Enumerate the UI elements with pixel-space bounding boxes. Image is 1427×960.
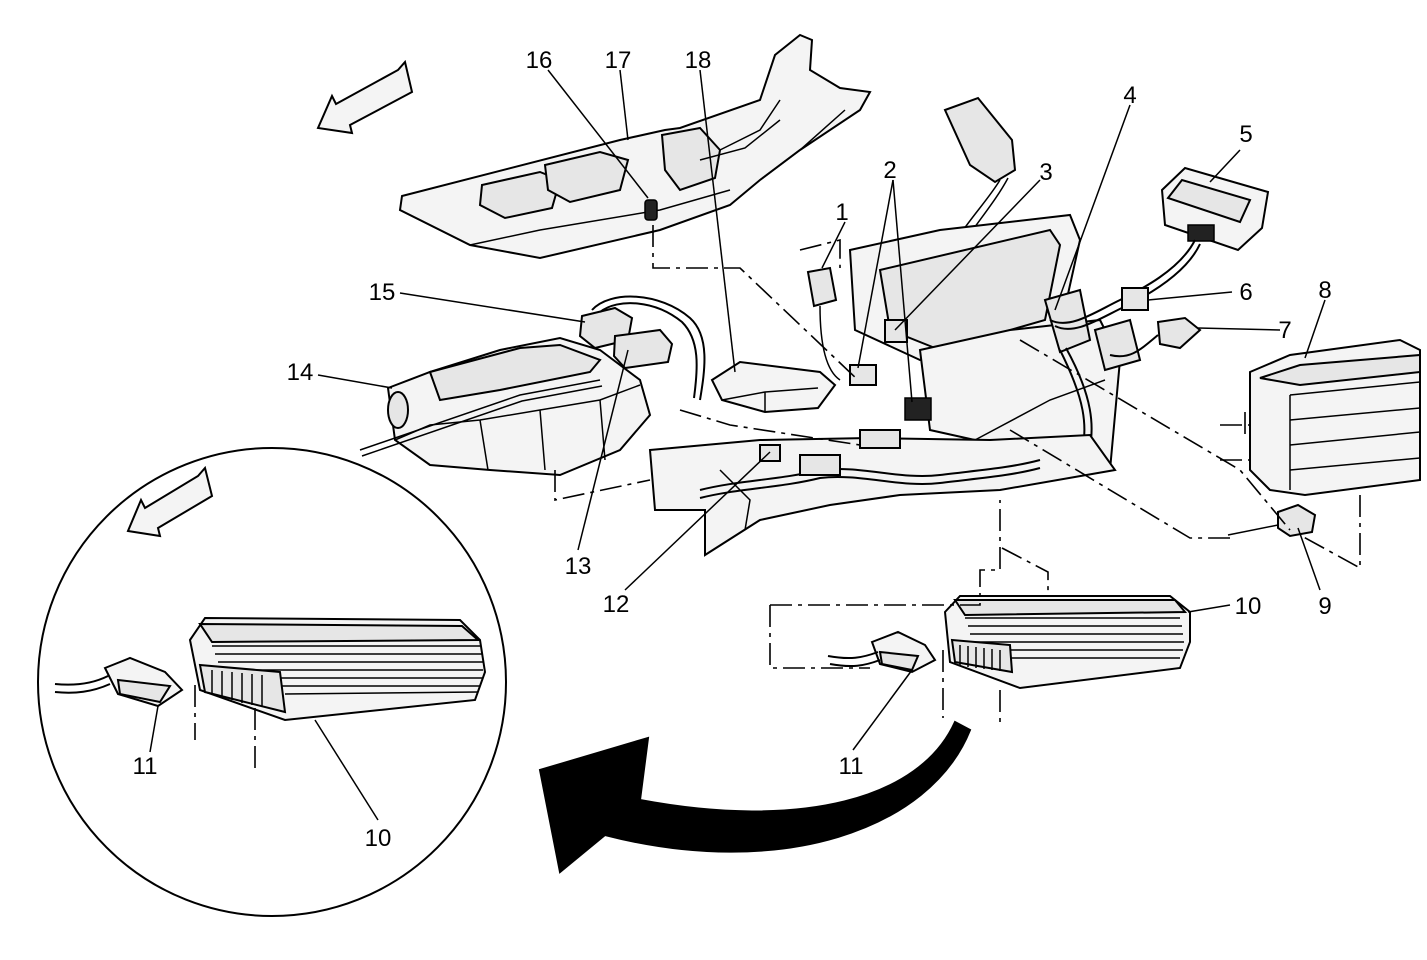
forward-arrow-icon <box>316 59 414 135</box>
switch-harness <box>1049 239 1202 358</box>
console-duct-assembly <box>359 336 652 477</box>
power-outlet-switch <box>1160 166 1270 252</box>
callout-15: 15 <box>369 279 396 306</box>
callout-16: 16 <box>526 47 553 74</box>
callout-4: 4 <box>1123 82 1136 109</box>
callout-5: 5 <box>1239 121 1252 148</box>
callout-14: 14 <box>287 359 314 386</box>
floor-pan-harness <box>648 429 1117 557</box>
callout-6: 6 <box>1239 279 1252 306</box>
callout-2: 2 <box>883 157 896 184</box>
amplifier-connector-main <box>827 630 937 674</box>
callout-17: 17 <box>605 47 632 74</box>
callout-labels: 1 2 3 4 5 6 7 8 9 10 11 12 13 14 15 16 1… <box>133 47 1332 852</box>
amplifier-module-main <box>943 595 1191 690</box>
control-module <box>710 360 837 414</box>
callout-1: 1 <box>835 199 848 226</box>
callout-10: 10 <box>1235 593 1262 620</box>
callout-18: 18 <box>685 47 712 74</box>
alignment-lines <box>194 225 1361 770</box>
callout-7: 7 <box>1278 317 1291 344</box>
amplifier-connector-inset <box>54 656 184 708</box>
inset-forward-arrow-icon <box>126 465 214 538</box>
console-trim-clip <box>644 199 658 221</box>
inset-callout-11: 11 <box>133 753 158 780</box>
callout-8: 8 <box>1318 277 1331 304</box>
bracket-connectors <box>849 319 932 421</box>
rear-bracket-channel <box>1249 338 1421 497</box>
rear-harness-connector <box>578 295 706 401</box>
callout-leaders <box>149 69 1326 821</box>
amplifier-module-inset <box>188 616 487 722</box>
harness-connector-9 <box>1227 503 1317 538</box>
rotate-view-arrow-icon <box>538 720 972 874</box>
detail-inset-circle <box>37 447 507 917</box>
callout-12: 12 <box>603 591 630 618</box>
floor-console-trim-panel <box>398 33 872 260</box>
callout-11: 11 <box>839 753 864 780</box>
callout-3: 3 <box>1039 159 1052 186</box>
callout-9: 9 <box>1318 593 1331 620</box>
callout-13: 13 <box>565 553 592 580</box>
inset-callout-10: 10 <box>365 825 392 852</box>
antenna-module <box>806 266 841 381</box>
